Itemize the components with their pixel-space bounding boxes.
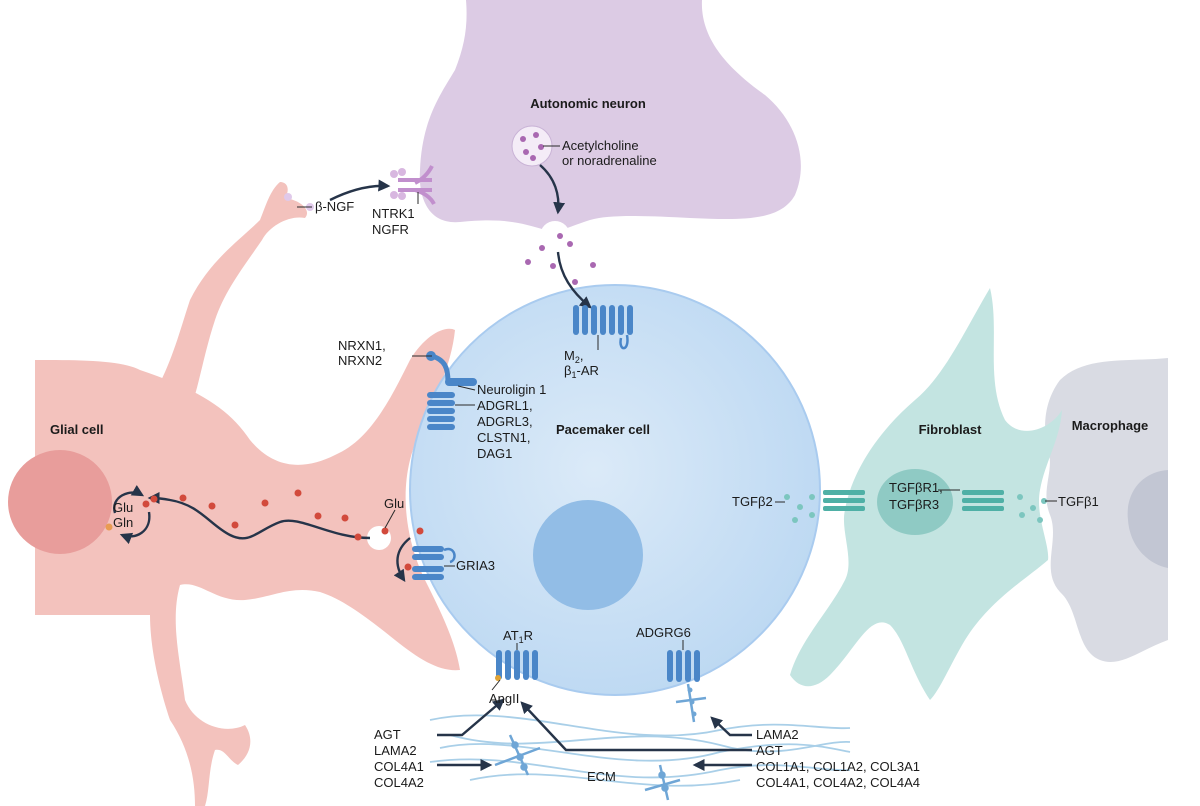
glial-nucleus	[8, 450, 112, 554]
gria3-receptor	[412, 546, 444, 580]
at1r-label: AT1R	[503, 628, 533, 645]
leader-lines	[297, 145, 1057, 691]
ecm-left-lama2: LAMA2	[374, 743, 417, 758]
glial-cell-label: Glial cell	[50, 422, 103, 437]
transmitter-binding-arrow	[556, 251, 592, 309]
autonomic-neuron-label: Autonomic neuron	[530, 96, 646, 111]
angii-ligand	[495, 675, 501, 681]
glial-cell	[35, 328, 460, 806]
ecm-right-agt: AGT	[756, 743, 783, 758]
macrophage-nucleus	[1127, 470, 1168, 568]
m2-label: M2,	[564, 348, 583, 365]
ntrk1-label: NTRK1	[372, 206, 415, 221]
glu-gln-cycle	[105, 484, 151, 545]
gria3-tail	[443, 547, 456, 564]
ecm-left-col4a1: COL4A1	[374, 759, 424, 774]
macrophage-cell	[1045, 358, 1168, 662]
angii-label: AngII	[489, 691, 519, 706]
ecm-fibers	[429, 714, 851, 787]
agt-right-to-angii-arrow	[520, 701, 752, 752]
adgrl-receptor	[427, 392, 455, 430]
lama2-to-adgrg6-arrow	[710, 716, 752, 737]
ecm-right-col-line2: COL4A1, COL4A2, COL4A4	[756, 775, 920, 790]
b1ar-label: β1-AR	[564, 363, 599, 380]
cycle-glu-label: Glu	[113, 500, 133, 515]
fibroblast-label: Fibroblast	[919, 422, 983, 437]
vesicle-molecules	[520, 132, 544, 161]
tgfb2-label: TGFβ2	[732, 494, 773, 509]
dag1-label: DAG1	[477, 446, 512, 461]
glu-label: Glu	[384, 496, 404, 511]
ecm-right-col-line1: COL1A1, COL1A2, COL3A1	[756, 759, 920, 774]
ntrk1-ngfr-receptor	[390, 165, 436, 205]
clstn1-label: CLSTN1,	[477, 430, 530, 445]
glutamate-transport-arrow	[147, 492, 371, 540]
agt-to-angii-arrow	[437, 698, 505, 737]
pacemaker-cell	[409, 284, 821, 696]
cycle-gln-label: Gln	[113, 515, 133, 530]
tgfbr-left	[823, 490, 865, 511]
ecm-left-col4a2: COL4A2	[374, 775, 424, 790]
glutamate-dots	[150, 489, 424, 571]
adgrl3-label: ADGRL3,	[477, 414, 533, 429]
glutamate-uptake-arrow	[393, 537, 411, 582]
ecm-left-agt: AGT	[374, 727, 401, 742]
m2-tail	[619, 334, 629, 350]
autonomic-neuron	[419, 0, 801, 232]
ecm-laminin-right	[644, 764, 681, 801]
macrophage-label: Macrophage	[1072, 418, 1149, 433]
glial-process-upper	[150, 182, 308, 405]
ecm-right-lama2: LAMA2	[756, 727, 799, 742]
tgfbr-right	[962, 490, 1004, 511]
transmitter-label-line2: or noradrenaline	[562, 153, 657, 168]
ecm-laminin-left	[494, 734, 541, 776]
tgfb2-molecules	[784, 494, 815, 523]
m2-b1ar-receptor	[573, 305, 633, 335]
tgfb1-molecules	[1017, 494, 1047, 523]
ngf-label: β-NGF	[315, 199, 354, 214]
neuroligin-label: Neuroligin 1	[477, 382, 546, 397]
ecm-label: ECM	[587, 769, 616, 784]
ngfr-label: NGFR	[372, 222, 409, 237]
tgfbr1-label: TGFβR1,	[889, 480, 943, 495]
release-pore	[540, 221, 570, 251]
transmitter-release-arrow	[539, 164, 566, 215]
nrxn1-label: NRXN1,	[338, 338, 386, 353]
adgrl1-label: ADGRL1,	[477, 398, 533, 413]
adgrg6-laminin	[675, 683, 707, 723]
ngf-arrow	[329, 179, 391, 202]
transmitter-label-line1: Acetylcholine	[562, 138, 639, 153]
adgrg6-receptor	[667, 650, 700, 682]
pacemaker-cell-label: Pacemaker cell	[556, 422, 650, 437]
gria3-label: GRIA3	[456, 558, 495, 573]
pacemaker-nucleus	[533, 500, 643, 610]
at1r-receptor	[496, 650, 538, 680]
tgfb1-label: TGFβ1	[1058, 494, 1099, 509]
adgrg6-label: ADGRG6	[636, 625, 691, 640]
tgfbr3-label: TGFβR3	[889, 497, 939, 512]
fibroblast-nucleus	[877, 469, 953, 535]
nrxn2-label: NRXN2	[338, 353, 382, 368]
